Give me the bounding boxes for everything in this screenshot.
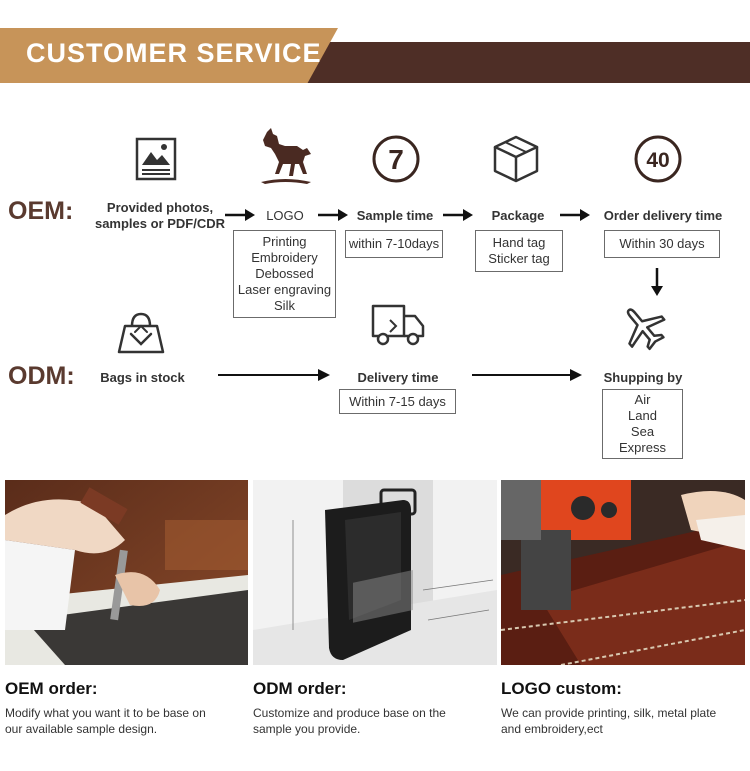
backpack-diagram-photo [253, 480, 497, 665]
sewing-machine-photo [501, 480, 745, 665]
step-provided-photos-line2: samples or PDF/CDR [94, 216, 226, 231]
order-delivery-value: Within 30 days [619, 236, 705, 251]
step-sample-time-label: Sample time [356, 208, 434, 223]
oem-label: OEM: [8, 197, 74, 225]
logo-option-debossed: Debossed [255, 266, 314, 281]
logo-option-laser: Laser engraving [237, 282, 332, 297]
logo-option-embroidery: Embroidery [251, 250, 318, 265]
order-delivery-box: Within 30 days [604, 230, 720, 258]
down-arrow-icon [651, 268, 663, 301]
bag-icon [115, 310, 167, 356]
oem-order-desc-line2: our available sample design. [5, 722, 158, 736]
arrow-icon [560, 208, 590, 226]
box-icon [492, 134, 540, 184]
logo-option-printing: Printing [262, 234, 307, 249]
step-order-delivery-label: Order delivery time [603, 208, 723, 223]
sample-time-box: within 7-10days [345, 230, 443, 258]
step-logo-label: LOGO [266, 208, 304, 223]
airplane-icon [618, 302, 668, 352]
step-delivery-time-label: Delivery time [357, 370, 439, 385]
package-option-hand-tag: Hand tag [492, 235, 546, 250]
arrow-icon [472, 368, 582, 386]
step-package-label: Package [491, 208, 545, 223]
logo-custom-desc-line1: We can provide printing, silk, metal pla… [501, 706, 717, 720]
arrow-icon [218, 368, 330, 386]
logo-custom-description: We can provide printing, silk, metal pla… [501, 705, 746, 737]
delivery-time-value: Within 7-15 days [349, 393, 446, 409]
logo-options-box: Printing Embroidery Debossed Laser engra… [233, 230, 336, 318]
truck-icon [370, 302, 426, 348]
odm-order-description: Customize and produce base on the sample… [253, 705, 493, 737]
package-options-box: Hand tag Sticker tag [475, 230, 563, 272]
banner-dark-stripe [300, 42, 750, 83]
odm-order-desc-line1: Customize and produce base on the [253, 706, 446, 720]
package-option-sticker-tag: Sticker tag [488, 251, 550, 266]
shipping-option-land: Land [628, 408, 657, 423]
header-banner: CUSTOMER SERVICE [0, 28, 750, 83]
odm-order-title: ODM order: [253, 679, 347, 698]
oem-order-title: OEM order: [5, 679, 98, 698]
delivery-time-box: Within 7-15 days [339, 389, 456, 414]
number-7-text: 7 [388, 144, 404, 175]
shipping-option-express: Express [619, 440, 666, 455]
shipping-options-box: Air Land Sea Express [602, 389, 683, 459]
odm-label: ODM: [8, 362, 75, 390]
step-shipping-label: Shupping by [603, 370, 683, 385]
number-40-icon: 40 [633, 134, 683, 184]
sample-time-value: within 7-10days [348, 236, 440, 251]
banner-gold-tab [0, 28, 338, 83]
arrow-icon [225, 208, 255, 226]
odm-order-desc-line2: sample you provide. [253, 722, 361, 736]
page-title: CUSTOMER SERVICE [26, 38, 322, 68]
step-bags-in-stock-label: Bags in stock [100, 370, 185, 385]
step-provided-photos-line1: Provided photos, [106, 200, 214, 215]
leather-craft-photo [5, 480, 248, 665]
step-provided-photos-label: Provided photos, samples or PDF/CDR [80, 200, 240, 232]
shipping-option-air: Air [634, 392, 651, 407]
logo-custom-desc-line2: and embroidery,ect [501, 722, 603, 736]
shipping-option-sea: Sea [630, 424, 655, 439]
arrow-icon [443, 208, 473, 226]
horse-logo-icon [257, 126, 313, 188]
oem-order-description: Modify what you want it to be base on ou… [5, 705, 245, 737]
logo-option-silk: Silk [274, 298, 295, 313]
number-7-icon: 7 [371, 134, 421, 184]
number-40-text: 40 [646, 149, 669, 172]
oem-order-desc-line1: Modify what you want it to be base on [5, 706, 206, 720]
arrow-icon [318, 208, 348, 226]
logo-custom-title: LOGO custom: [501, 679, 622, 698]
image-icon [135, 137, 177, 181]
